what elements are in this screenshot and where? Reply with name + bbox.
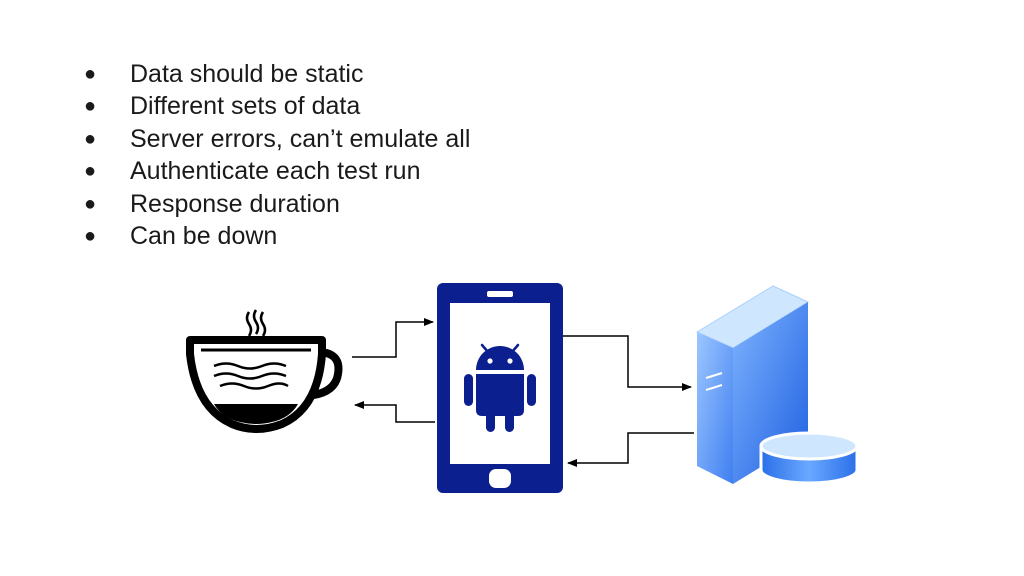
bullet-item: ●Response duration (84, 189, 340, 218)
bullet-list: ●Data should be static ●Different sets o… (84, 58, 470, 252)
bullet-item: ●Authenticate each test run (84, 157, 421, 186)
coffee-cup-icon (186, 309, 343, 433)
api-request-arrow (563, 335, 692, 391)
bullet-item: ●Can be down (84, 222, 278, 251)
server-database-icon (695, 285, 859, 485)
bullet-item: ●Data should be static (84, 60, 364, 88)
api-response-arrow (567, 432, 694, 467)
request-arrow (352, 318, 434, 358)
android-phone-icon (437, 283, 563, 493)
response-arrow (354, 401, 435, 423)
bullet-item: ●Different sets of data (84, 92, 361, 121)
bullet-item: ●Server errors, can’t emulate all (84, 124, 471, 153)
android-logo-icon (464, 343, 536, 432)
